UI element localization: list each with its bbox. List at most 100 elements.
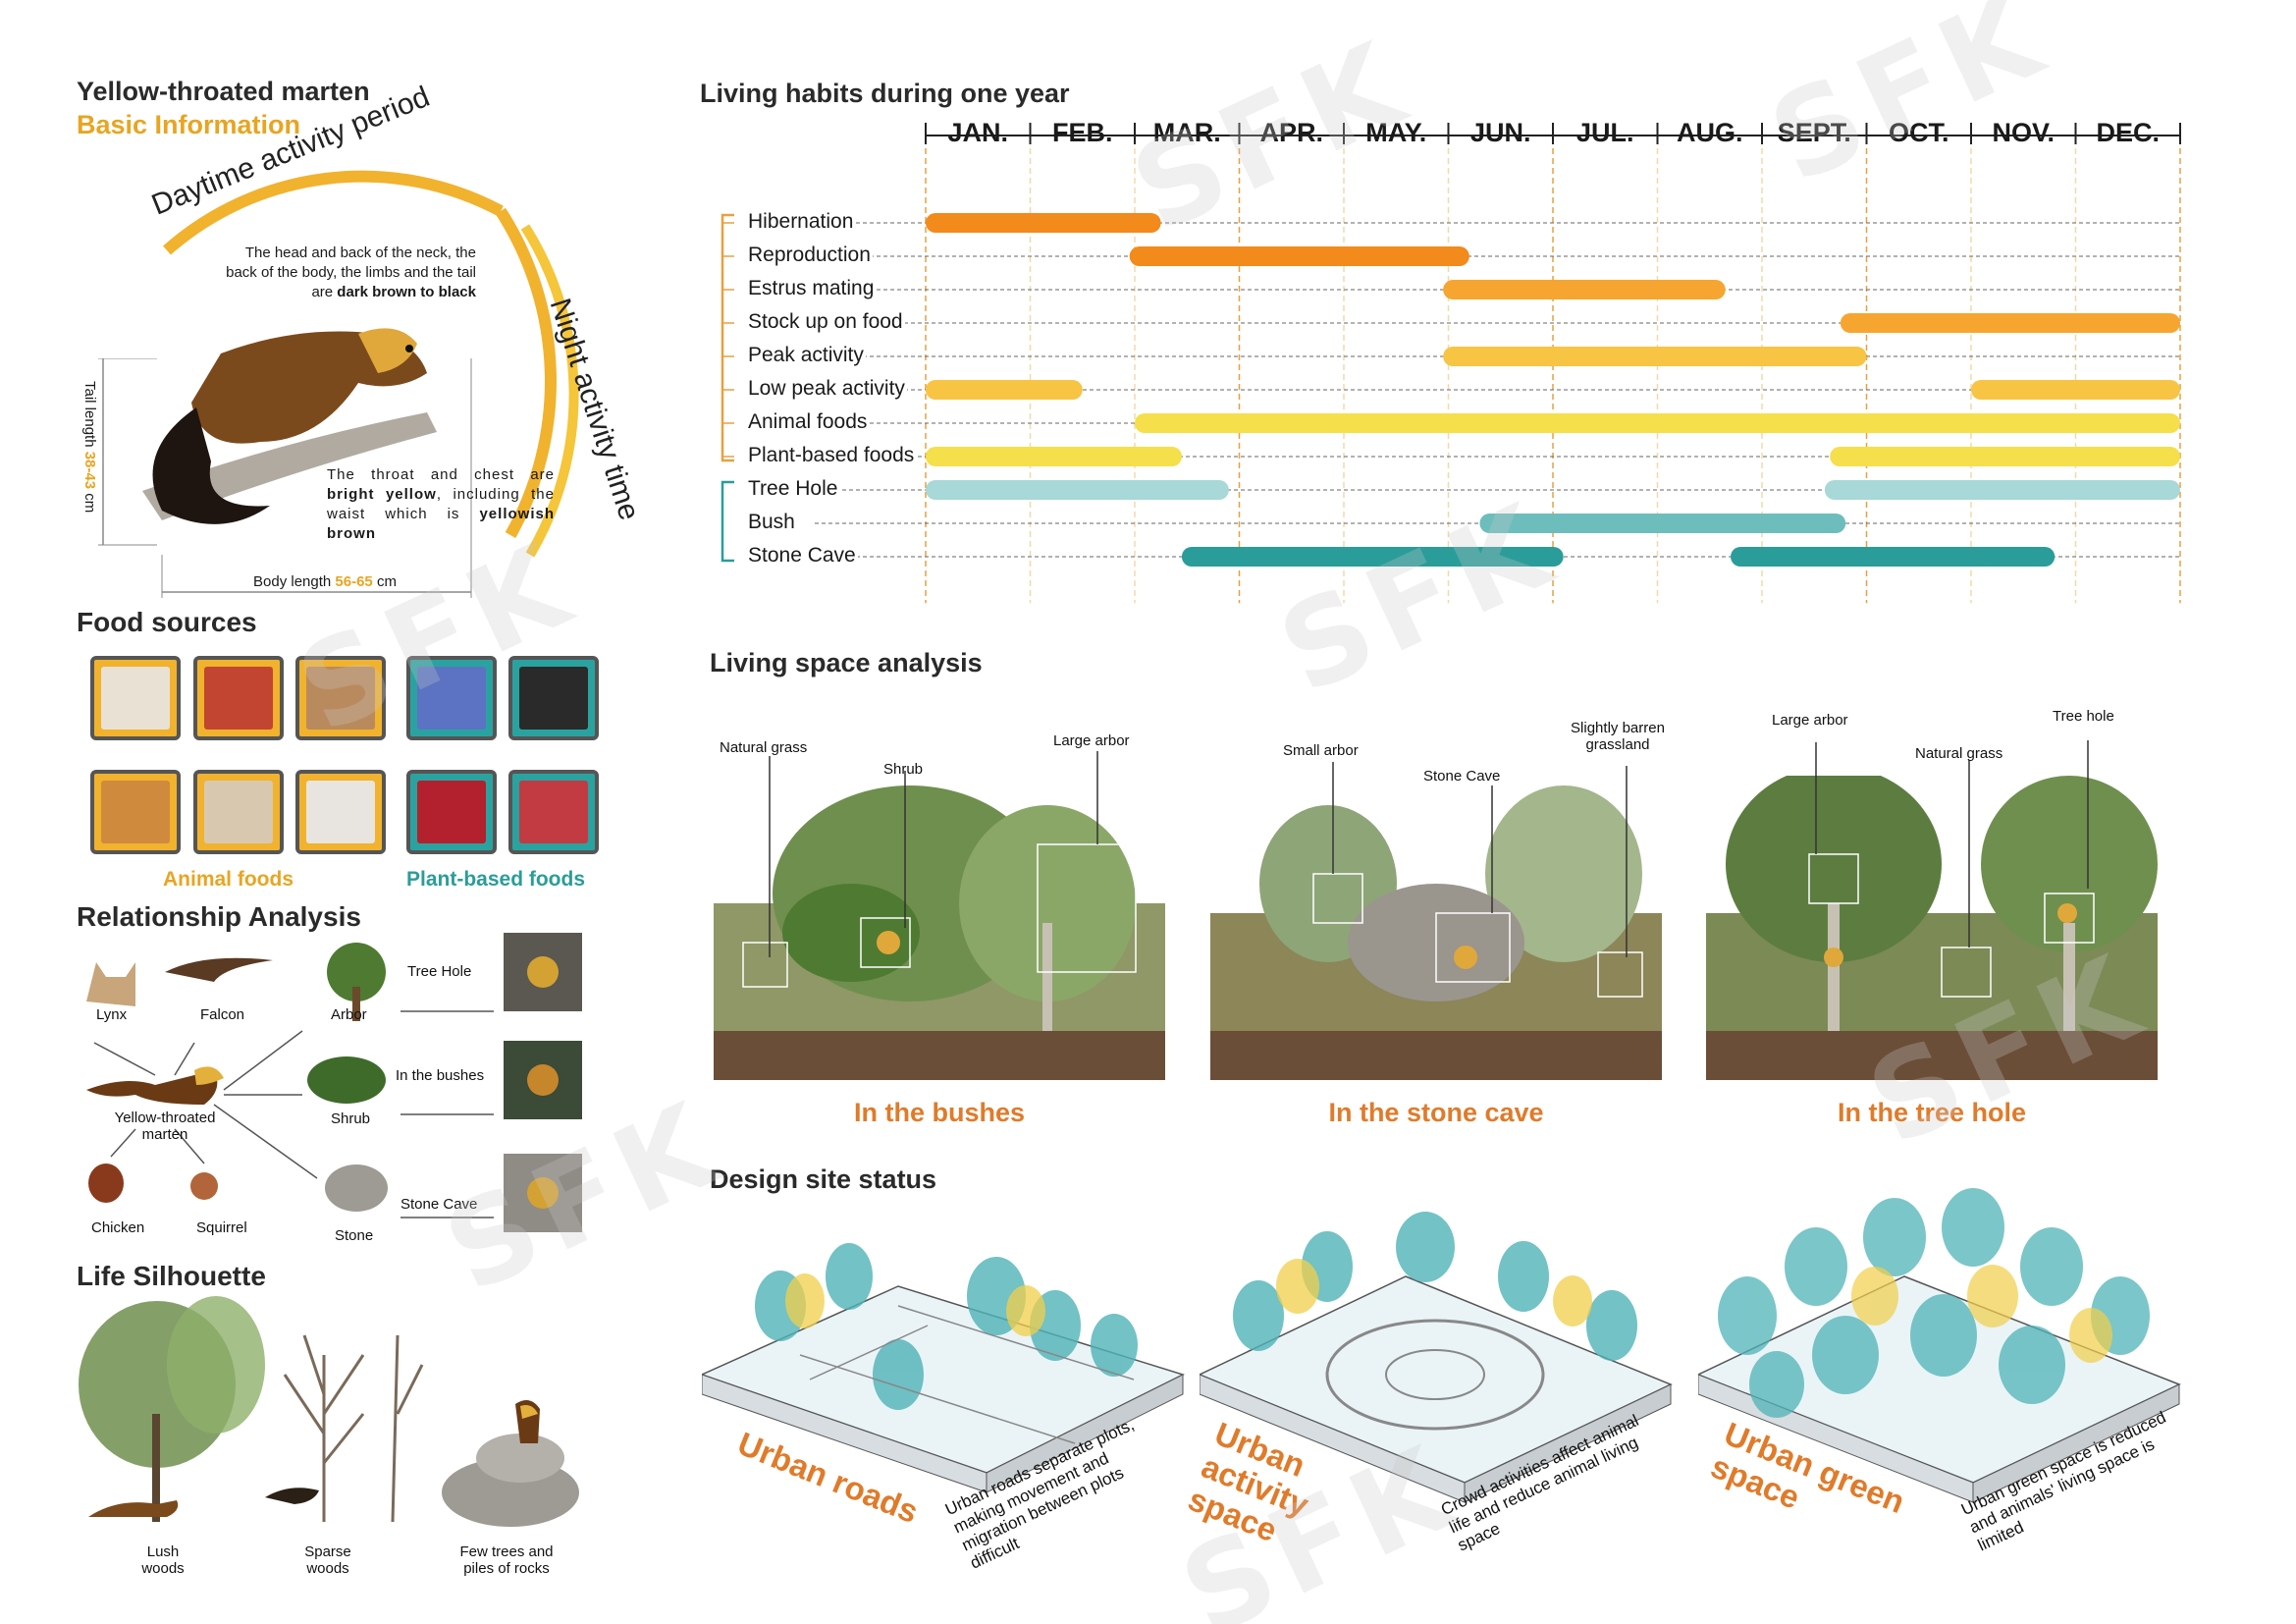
- month-label: OCT.: [1888, 118, 1949, 147]
- food-antelope-tile: [90, 656, 181, 740]
- month-label: APR.: [1259, 118, 1323, 147]
- scene-title-bushes: In the bushes: [853, 1098, 1026, 1127]
- habit-bar: [1824, 480, 2180, 500]
- desc-throat-bold2: yellowish brown: [327, 506, 555, 542]
- month-label: SEPT.: [1777, 118, 1851, 147]
- animal-foods-label: Animal foods: [163, 868, 294, 891]
- habit-label: Tree Hole: [748, 477, 840, 501]
- habit-label: Animal foods: [748, 410, 870, 434]
- scene-stone-cave: [1210, 785, 1662, 1080]
- habit-bar: [926, 447, 1182, 466]
- tail-length-value: 38-43: [81, 451, 98, 490]
- desc-neck-bold: dark brown to black: [337, 284, 476, 300]
- food-weasel-tile: [295, 656, 386, 740]
- food-raspberry-tile: [508, 770, 599, 854]
- label-large-arbor-2: Large arbor: [1772, 712, 1848, 729]
- habit-label: Stone Cave: [748, 544, 858, 568]
- food-flying-squirrel-tile: [193, 770, 284, 854]
- measure-lines: [98, 358, 472, 598]
- food-title: Food sources: [77, 607, 257, 637]
- desc-throat-text: The throat and chest are: [327, 466, 555, 483]
- scene-tree-hole: [1706, 776, 2158, 1080]
- month-label: FEB.: [1051, 118, 1113, 147]
- group-bracket: [721, 213, 734, 462]
- month-label: NOV.: [1992, 118, 2056, 147]
- relationship-diagram: [86, 933, 582, 1232]
- habit-label: Peak activity: [748, 344, 866, 367]
- desc-neck: The head and back of the neck, the back …: [211, 244, 476, 302]
- month-label: AUG.: [1677, 118, 1743, 147]
- node-tree-hole: Tree Hole: [407, 963, 472, 980]
- node-arbor: Arbor: [331, 1006, 367, 1023]
- habit-bar: [926, 480, 1229, 500]
- desc-neck-text: The head and back of the neck, the back …: [226, 244, 476, 300]
- habit-label: Low peak activity: [748, 377, 907, 401]
- silhouette-lush: Lush woods: [141, 1543, 185, 1577]
- food-squirrel-tile: [90, 770, 181, 854]
- food-mulberry-tile: [508, 656, 599, 740]
- habits-title: Living habits during one year: [700, 79, 1070, 108]
- silhouette-title: Life Silhouette: [77, 1261, 266, 1291]
- node-squirrel: Squirrel: [196, 1219, 247, 1236]
- node-stone-cave: Stone Cave: [400, 1196, 478, 1213]
- group-bracket: [721, 480, 734, 563]
- label-shrub: Shrub: [883, 761, 924, 778]
- scene-title-stone-cave: In the stone cave: [1328, 1098, 1544, 1127]
- habits-timeline: [721, 123, 2181, 604]
- month-label: JAN.: [947, 118, 1008, 147]
- habit-bar: [926, 380, 1083, 400]
- food-bird-tile: [295, 770, 386, 854]
- month-label: MAY.: [1365, 118, 1427, 147]
- desc-throat: The throat and chest are bright yellow, …: [327, 465, 555, 544]
- body-length: Body length 56-65 cm: [253, 573, 397, 590]
- label-tree-hole: Tree hole: [2053, 708, 2114, 725]
- desc-throat-text2: , including the waist which is: [327, 486, 555, 522]
- habit-label: Hibernation: [748, 210, 856, 234]
- tail-length-label: Tail length: [81, 381, 98, 452]
- node-in-bushes: In the bushes: [396, 1067, 485, 1084]
- silhouette-scenes: [79, 1296, 579, 1527]
- species-name: Yellow-throated marten: [77, 77, 370, 106]
- habit-bar: [926, 213, 1161, 233]
- habit-bar: [1181, 547, 1564, 567]
- plant-foods-label: Plant-based foods: [406, 868, 586, 891]
- node-falcon: Falcon: [200, 1006, 245, 1023]
- habit-bar: [1830, 447, 2180, 466]
- node-lynx: Lynx: [96, 1006, 128, 1023]
- tail-length: Tail length 38-43 cm: [81, 381, 98, 513]
- basic-info-heading: Basic Information: [77, 110, 301, 139]
- body-length-value: 56-65: [335, 573, 373, 590]
- node-stone: Stone: [335, 1227, 374, 1244]
- body-length-label: Body length: [253, 573, 336, 590]
- node-chicken: Chicken: [91, 1219, 145, 1236]
- habit-bar: [1135, 413, 2180, 433]
- month-label: DEC.: [2096, 118, 2160, 147]
- tail-length-unit: cm: [81, 489, 98, 514]
- month-label: JUN.: [1469, 118, 1531, 147]
- space-title: Living space analysis: [710, 648, 983, 677]
- design-title: Design site status: [710, 1164, 937, 1194]
- silhouette-sparse: Sparse woods: [304, 1543, 351, 1577]
- silhouette-rocks: Few trees and piles of rocks: [459, 1543, 554, 1577]
- label-stone-cave: Stone Cave: [1423, 768, 1501, 785]
- habit-label: Plant-based foods: [748, 444, 917, 467]
- desc-throat-bold1: bright yellow: [327, 486, 437, 503]
- site-urban-activity: [1200, 1212, 1673, 1503]
- label-natural-grass-1: Natural grass: [720, 739, 808, 756]
- relationship-title: Relationship Analysis: [77, 901, 361, 932]
- site-urban-roads: [702, 1243, 1186, 1493]
- month-label: JUL.: [1575, 118, 1634, 147]
- label-barren-grass: Slightly barren grassland: [1571, 720, 1665, 753]
- habit-bar: [1443, 280, 1726, 299]
- habit-label: Stock up on food: [748, 310, 905, 334]
- habit-bar: [1443, 347, 1867, 366]
- label-natural-grass-2: Natural grass: [1915, 745, 2003, 762]
- body-length-unit: cm: [372, 573, 397, 590]
- habit-bar: [1840, 313, 2180, 333]
- food-cranberry-tile: [406, 770, 497, 854]
- node-shrub: Shrub: [331, 1110, 371, 1127]
- label-small-arbor: Small arbor: [1283, 742, 1359, 759]
- node-marten: Yellow-throated marten: [114, 1110, 216, 1143]
- habit-label: Estrus mating: [748, 277, 877, 300]
- habit-label: Bush: [748, 511, 797, 534]
